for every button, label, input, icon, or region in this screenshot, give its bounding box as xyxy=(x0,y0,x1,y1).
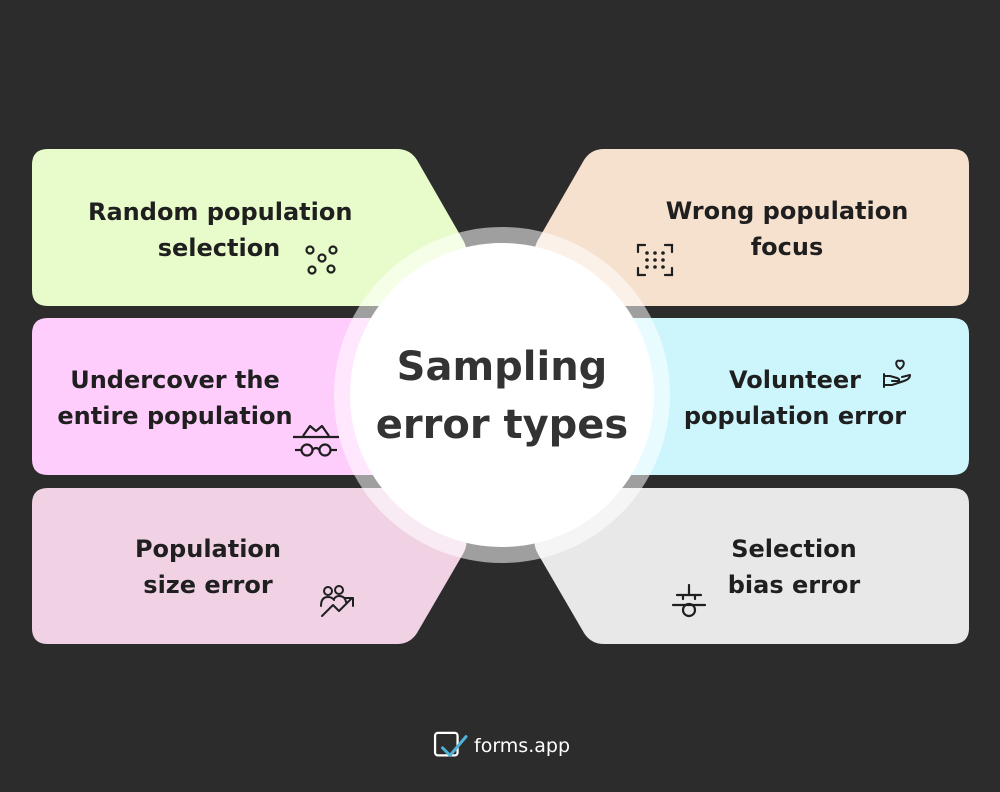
card-bias-bg xyxy=(534,488,969,644)
card-under-label: Undercover the entire population xyxy=(54,362,296,434)
focus-frame-icon xyxy=(636,243,674,277)
card-volunteer-bg xyxy=(580,318,969,475)
card-bias-line2: bias error xyxy=(727,571,861,599)
card-under-line2: entire population xyxy=(57,402,293,430)
card-wrong-label: Wrong population focus xyxy=(662,193,912,265)
card-random-label: Random population selection xyxy=(88,194,353,266)
card-wrong-line2: focus xyxy=(750,233,824,261)
forms-app-logo-icon xyxy=(433,731,468,757)
center-title: Sampling error types xyxy=(352,338,652,454)
card-under-bg xyxy=(32,318,420,475)
forms-app-brand: forms.app xyxy=(474,735,571,757)
scattered-dots-icon xyxy=(305,245,338,275)
card-under-line1: Undercover the xyxy=(70,366,280,394)
card-volunteer-line1: Volunteer xyxy=(728,366,861,394)
card-volunteer-line2: population error xyxy=(683,402,907,430)
card-volunteer-label: Volunteer population error xyxy=(680,362,910,434)
card-wrong-bg xyxy=(534,149,969,306)
center-title-line2: error types xyxy=(375,402,629,448)
hand-heart-icon xyxy=(883,359,911,388)
card-bias-line1: Selection xyxy=(731,535,857,563)
card-wrong-line1: Wrong population xyxy=(665,197,909,225)
center-title-line1: Sampling xyxy=(396,344,608,390)
card-random-bg xyxy=(32,149,467,306)
card-size-bg xyxy=(32,488,467,644)
spy-disguise-icon xyxy=(293,424,339,457)
card-random-line1: Random population xyxy=(88,198,353,226)
balance-bias-icon xyxy=(671,583,707,618)
card-random-line2: selection xyxy=(157,234,281,262)
card-size-label: Population size error xyxy=(120,531,296,603)
card-size-line2: size error xyxy=(143,571,273,599)
card-size-line1: Population xyxy=(134,535,282,563)
center-circle xyxy=(350,243,654,547)
people-growth-icon xyxy=(320,585,354,617)
card-bias-label: Selection bias error xyxy=(716,531,872,603)
